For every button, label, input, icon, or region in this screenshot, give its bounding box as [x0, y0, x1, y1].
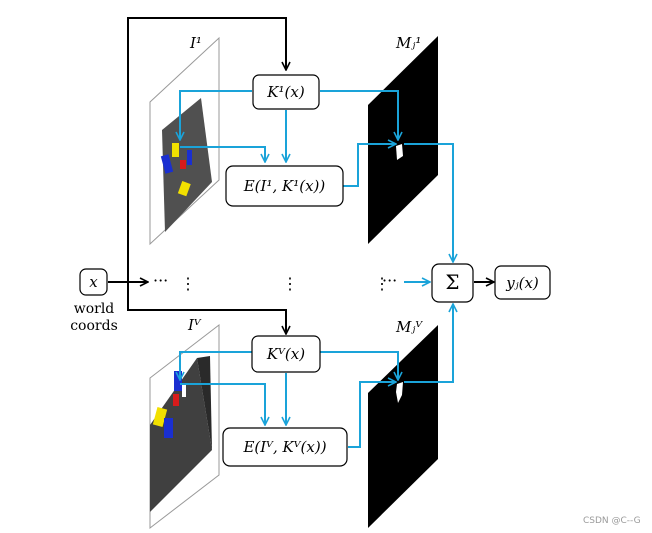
k-bottom-label: Kⱽ(x) — [266, 345, 305, 363]
arrow-k-bottom-to-image — [180, 351, 252, 380]
watermark: CSDN @C--G — [583, 516, 641, 526]
input-label: x — [89, 273, 98, 291]
mask-plane-bottom — [368, 325, 438, 528]
arrow-image-bottom-to-e — [180, 383, 265, 425]
input-caption-line2: coords — [70, 318, 118, 334]
e-bottom-label: E(Iⱽ, Kⱽ(x)) — [242, 438, 326, 456]
input-caption-line1: world — [74, 301, 115, 317]
arrow-k-bottom-to-mask — [320, 351, 398, 380]
arrow-e-top-to-mask — [343, 144, 396, 187]
ellipsis-left-h: ··· — [153, 271, 168, 290]
arrow-image-top-to-e — [180, 146, 265, 162]
node-k-bottom: Kⱽ(x) — [251, 335, 321, 373]
node-sum: Σ — [431, 263, 474, 303]
arrow-x-to-k-bottom — [127, 282, 286, 334]
node-input: x — [79, 268, 108, 296]
image-plane-bottom — [149, 323, 220, 530]
k-top-label: K¹(x) — [266, 83, 305, 101]
node-e-bottom: E(Iⱽ, Kⱽ(x)) — [222, 427, 348, 467]
ellipsis-middle-v: ⋮ — [282, 274, 298, 293]
arrow-mask-top-to-sum — [404, 143, 453, 262]
image-label-bottom: Iⱽ — [187, 316, 202, 334]
arrow-e-bottom-to-mask — [348, 382, 396, 448]
ellipsis-right-h: ··· — [382, 271, 397, 290]
arrow-k-top-to-image — [180, 90, 252, 140]
arrow-k-top-to-mask — [320, 90, 398, 140]
ellipsis-right-v: ⋮ — [374, 274, 390, 293]
sum-label: Σ — [445, 270, 459, 294]
scene-objects-top — [160, 143, 192, 197]
arrow-mask-bottom-to-sum — [404, 304, 453, 383]
e-top-label: E(I¹, K¹(x)) — [243, 177, 326, 195]
ellipsis-left-v: ⋮ — [180, 274, 196, 293]
mask-label-bottom: Mⱼⱽ — [395, 318, 423, 336]
mask-label-top: Mⱼ¹ — [395, 34, 421, 52]
output-label: yⱼ(x) — [505, 274, 539, 292]
arrow-x-to-k-top — [127, 17, 286, 282]
scene-objects-bottom — [152, 371, 186, 438]
node-k-top: K¹(x) — [252, 74, 320, 110]
image-label-top: I¹ — [189, 34, 202, 52]
node-output: yⱼ(x) — [494, 265, 551, 300]
node-e-top: E(I¹, K¹(x)) — [225, 165, 344, 207]
mask-plane-top — [368, 36, 438, 244]
image-plane-top — [149, 36, 220, 246]
